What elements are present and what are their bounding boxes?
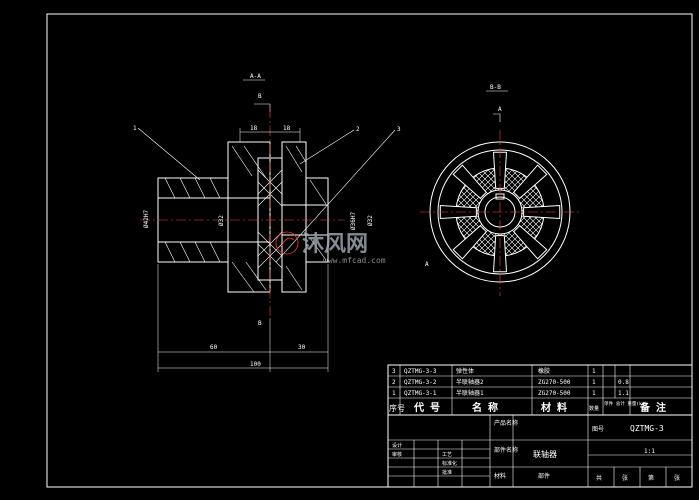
tb-total-label: 共 bbox=[596, 474, 602, 482]
cut-mark-b-bottom: B bbox=[258, 320, 262, 327]
bom-header-name: 名 称 bbox=[472, 401, 498, 414]
balloon-3: 3 bbox=[397, 126, 401, 133]
round-view bbox=[420, 130, 582, 296]
title-block bbox=[387, 414, 693, 488]
dim-dia-right-b: Ø32 bbox=[367, 215, 374, 226]
tb-no-label: 第 bbox=[648, 474, 654, 482]
cut-mark-a-bottom: A bbox=[425, 261, 429, 268]
tb-material-value: 部件 bbox=[538, 472, 550, 480]
tb-part-name: 联轴器 bbox=[533, 449, 557, 459]
dim-bottom-right: 30 bbox=[298, 344, 306, 351]
bom-row-3-name: 半联轴器1 bbox=[456, 389, 484, 397]
tb-drawing-no: QZTMG-3 bbox=[630, 424, 664, 433]
bom-header-no: 序号 bbox=[389, 403, 405, 413]
dim-dia-left: Ø42H7 bbox=[143, 210, 150, 228]
bom-row-2-weight: 0.8 bbox=[618, 379, 629, 386]
bom-row-3-code: QZTMG-3-1 bbox=[404, 390, 437, 397]
bom-row-2-material: ZG270-500 bbox=[538, 379, 571, 386]
section-bb-label: B-B bbox=[490, 84, 501, 91]
watermark-url: www.mfcad.com bbox=[323, 256, 386, 265]
tb-label-design: 设计 bbox=[392, 442, 402, 449]
claw-segment bbox=[452, 164, 487, 199]
bom-row-3-weight: 1.1 bbox=[618, 390, 629, 397]
tb-product-label: 产品名称 bbox=[494, 419, 518, 427]
dim-top-left: 18 bbox=[250, 125, 258, 132]
bom-table bbox=[387, 364, 693, 416]
tb-label-process: 工艺 bbox=[442, 452, 452, 458]
drawing-border bbox=[46, 13, 693, 488]
bom-header-note: 备 注 bbox=[639, 401, 666, 414]
tb-scale: 1:1 bbox=[644, 448, 655, 455]
tb-label-review: 审核 bbox=[392, 451, 402, 458]
tb-label-approve: 批准 bbox=[442, 469, 452, 476]
tb-label-standard: 标准化 bbox=[442, 460, 457, 467]
watermark-brand: 沐风网 bbox=[302, 232, 368, 257]
dim-top-right: 18 bbox=[283, 125, 291, 132]
bom-row-1-material: 橡胶 bbox=[538, 367, 550, 375]
half-coupling-2 bbox=[281, 141, 329, 293]
cut-mark-b-top: B bbox=[258, 93, 262, 100]
dim-bottom-left: 60 bbox=[210, 344, 218, 351]
tb-sheet-label-a: 张 bbox=[622, 474, 628, 482]
bom-row-1-code: QZTMG-3-3 bbox=[404, 368, 437, 375]
bom-row-2-qty: 1 bbox=[592, 379, 596, 386]
balloon-1: 1 bbox=[133, 125, 137, 132]
claw-segment bbox=[452, 225, 487, 260]
tb-drawing-no-label: 图号 bbox=[592, 426, 604, 433]
watermark: 沐风网 www.mfcad.com bbox=[275, 231, 386, 265]
bom-header-material: 材 料 bbox=[541, 401, 567, 414]
cut-mark-a-top: A bbox=[498, 106, 502, 113]
claw-segment bbox=[492, 235, 508, 273]
dim-overall: 100 bbox=[250, 361, 261, 368]
tb-part-label: 部件名称 bbox=[494, 446, 518, 454]
bom-header-code: 代 号 bbox=[413, 401, 440, 414]
bom-row-3-no: 1 bbox=[392, 390, 396, 397]
tb-material-label: 材料 bbox=[494, 472, 506, 480]
claw-segment bbox=[513, 164, 548, 199]
bom-row-3-material: ZG270-500 bbox=[538, 390, 571, 397]
claw-segment bbox=[513, 225, 548, 260]
bom-row-1-qty: 1 bbox=[592, 368, 596, 375]
bom-row-2-name: 半联轴器2 bbox=[456, 378, 484, 386]
half-coupling-1 bbox=[157, 141, 271, 293]
bom-row-2-no: 2 bbox=[392, 379, 396, 386]
bom-header-qty: 数量 bbox=[589, 405, 599, 412]
tb-sheet-label-b: 张 bbox=[674, 474, 680, 482]
section-aa-label: A-A bbox=[250, 73, 261, 80]
bom-row-3-qty: 1 bbox=[592, 390, 596, 397]
bom-row-2-code: QZTMG-3-2 bbox=[404, 379, 437, 386]
dim-dia-right-a: Ø36H7 bbox=[350, 212, 357, 230]
balloon-2: 2 bbox=[356, 126, 360, 133]
bom-row-1-name: 弹性体 bbox=[456, 367, 474, 375]
dim-dia-bore: Ø32 bbox=[218, 215, 225, 226]
bom-header-weight: 单件 总计 重量(kg) bbox=[604, 400, 647, 407]
bom-row-1-no: 3 bbox=[392, 368, 396, 375]
